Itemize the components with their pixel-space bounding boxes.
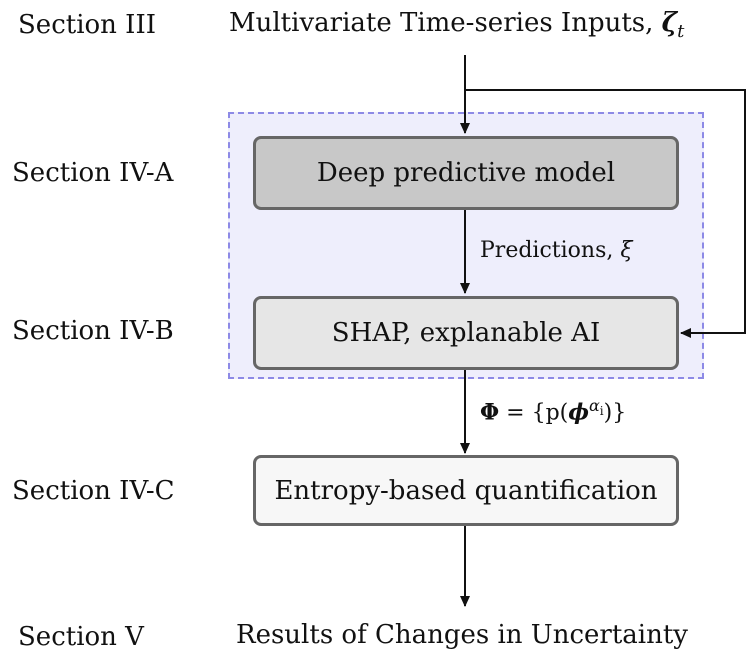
deep-predictive-model-label: Deep predictive model <box>316 158 616 188</box>
alpha-symbol: α <box>588 396 600 415</box>
zeta-subscript: t <box>677 21 685 43</box>
shap-box: SHAP, explanable AI <box>253 296 679 370</box>
phi-bold-symbol: ϕ <box>568 399 589 426</box>
phi-capital-symbol: Φ <box>480 399 500 426</box>
entropy-quantification-label: Entropy-based quantification <box>274 475 658 506</box>
section-label-iv-c: Section IV-C <box>12 476 175 506</box>
phi-formula-label: Φ = {p(ϕαi)} <box>480 396 626 425</box>
input-title-text: Multivariate Time-series Inputs, <box>229 8 662 38</box>
entropy-quantification-box: Entropy-based quantification <box>253 455 679 526</box>
output-title: Results of Changes in Uncertainty <box>236 620 688 650</box>
input-title: Multivariate Time-series Inputs, ζt <box>229 8 684 42</box>
deep-predictive-model-box: Deep predictive model <box>253 136 679 210</box>
phi-formula-close: )} <box>603 400 627 426</box>
section-label-iii: Section III <box>18 10 156 40</box>
section-label-v: Section V <box>18 622 144 652</box>
section-label-iv-b: Section IV-B <box>12 316 174 346</box>
predictions-text: Predictions, <box>480 238 621 263</box>
arrow-input-bypass-to-shap <box>465 89 746 338</box>
zeta-symbol: ζ <box>661 8 678 38</box>
predictions-label: Predictions, ξ <box>480 238 632 263</box>
shap-label: SHAP, explanable AI <box>331 318 601 348</box>
alpha-superscript: αi <box>588 396 604 419</box>
section-label-iv-a: Section IV-A <box>12 158 174 188</box>
i-subscript: i <box>599 404 604 419</box>
xi-symbol: ξ <box>620 238 633 263</box>
phi-formula-part: = {p( <box>499 400 569 426</box>
